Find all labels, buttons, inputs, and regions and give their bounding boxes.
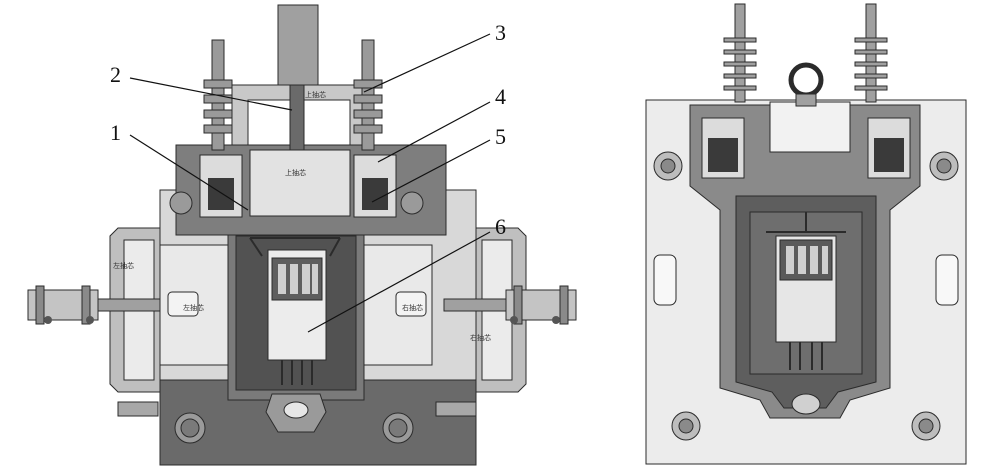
left-core-pull-text: 左抽芯 [113,261,134,270]
right-side-slot [935,254,959,306]
right-core-pull-text-2: 右抽芯 [470,333,491,342]
callout-1: 1 [110,120,121,145]
leader-1 [129,134,249,211]
left-slide-pad [167,291,199,317]
leader-2 [129,77,293,111]
lower-runners [281,360,313,385]
callout-4: 4 [495,84,506,109]
right-spring-post [353,39,383,151]
callout-5: 5 [495,124,506,149]
left-core-pull-text-2: 左抽芯 [183,303,204,312]
lifting-eye [788,62,824,98]
upper-core [249,149,351,217]
leader-4 [377,101,491,163]
callout-6: 6 [495,214,506,239]
top-core-pull-text: 上抽芯 [305,90,326,99]
fixed-runners [766,212,846,370]
bottom-left-cylinder [117,401,159,417]
top-recess [769,101,851,153]
bottom-right-cylinder [435,401,477,417]
leader-3 [363,33,491,93]
bolt-head [180,418,200,438]
right-mold-view [645,3,967,465]
right-hydraulic-cylinder [443,285,577,325]
left-guide-rod [723,3,757,103]
callout-3: 3 [495,20,506,45]
right-slide-pad [395,291,427,317]
fixed-biscuit [791,393,821,415]
bolt-head [388,418,408,438]
left-mold-view: 上抽芯 上抽芯 左抽芯 左抽芯 右抽芯 右抽芯 1 2 3 4 5 6 [27,4,577,466]
top-cylinder [277,4,319,86]
corner-bolts [653,151,959,441]
top-core-pull-text-2: 上抽芯 [285,168,306,177]
callout-2: 2 [110,62,121,87]
right-guide-rod [854,3,888,103]
left-hydraulic-cylinder [27,285,161,325]
right-core-pull-text: 右抽芯 [402,303,423,312]
leader-6 [307,231,491,333]
left-side-slot [653,254,677,306]
leader-5 [371,139,491,203]
